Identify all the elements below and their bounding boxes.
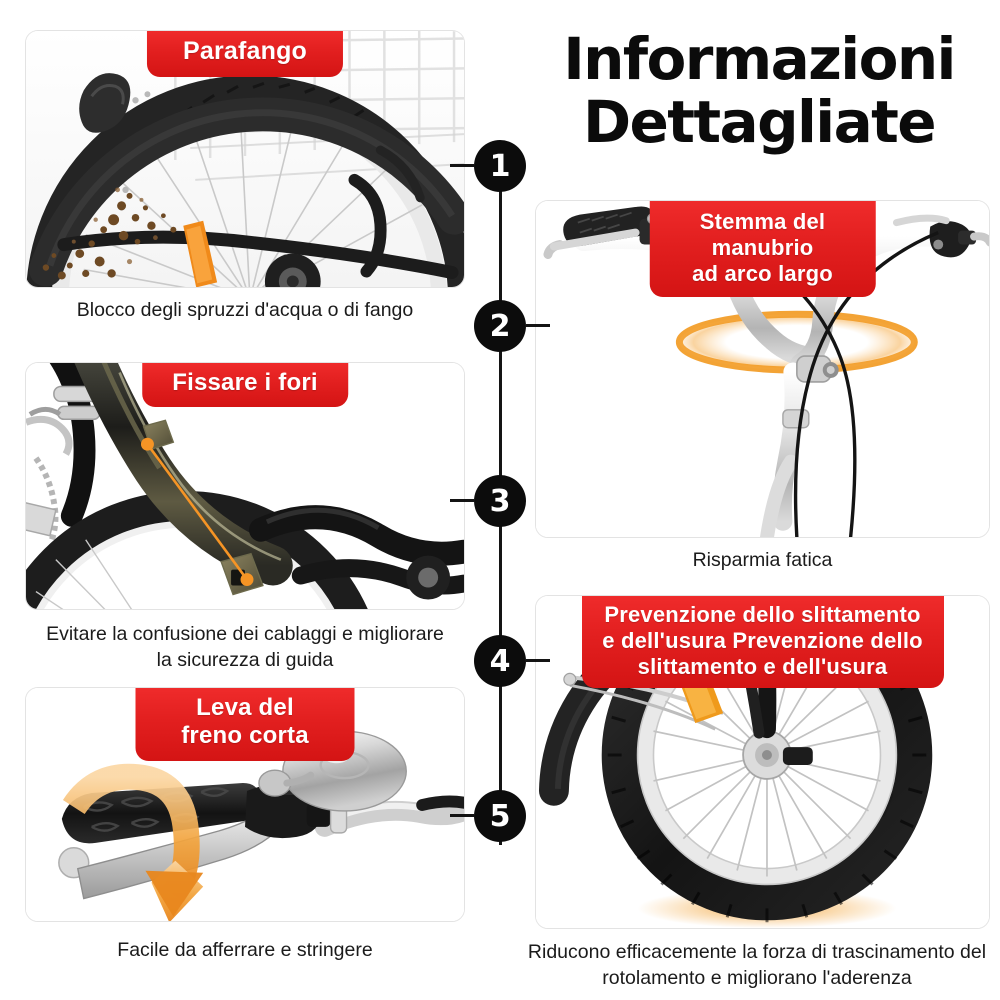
badge-prevenzione-slittamento: Prevenzione dello slittamento e dell'usu…: [581, 596, 944, 688]
photo-fissare-i-fori: [26, 363, 464, 609]
caption-fissare-i-fori: Evitare la confusione dei cablaggi e mig…: [46, 623, 444, 671]
timeline: 1 2 3 4 5: [450, 120, 550, 880]
badge-fissare-i-fori: Fissare i fori: [142, 363, 348, 408]
timeline-node-1[interactable]: 1: [474, 140, 526, 192]
timeline-node-3[interactable]: 3: [474, 475, 526, 527]
timeline-tick-5: [450, 814, 474, 817]
timeline-node-4-wrap: 4: [460, 635, 550, 687]
timeline-node-2[interactable]: 2: [474, 300, 526, 352]
timeline-tick-3: [450, 499, 474, 502]
caption-leva-del-freno-corta: Facile da afferrare e stringere: [117, 939, 373, 961]
card-stemma-del-manubrio[interactable]: Stemma del manubrio ad arco largo: [535, 200, 990, 538]
caption-prevenzione-slittamento: Riducono efficacemente la forza di trasc…: [527, 941, 987, 989]
badge-parafango: Parafango: [146, 31, 344, 77]
timeline-tick-1: [450, 164, 474, 167]
badge-leva-del-freno-corta: Leva del freno corta: [135, 688, 355, 761]
timeline-node-4[interactable]: 4: [474, 635, 526, 687]
timeline-node-1-wrap: 1: [450, 140, 540, 192]
timeline-node-5-wrap: 5: [450, 790, 540, 842]
card-leva-del-freno-corta[interactable]: Leva del freno corta: [25, 687, 465, 922]
timeline-node-5[interactable]: 5: [474, 790, 526, 842]
card-prevenzione-slittamento[interactable]: Prevenzione dello slittamento e dell'usu…: [535, 595, 990, 929]
photo-leva-del-freno-corta: [26, 688, 464, 921]
badge-stemma-del-manubrio: Stemma del manubrio ad arco largo: [649, 201, 876, 297]
timeline-tick-4: [526, 659, 550, 662]
timeline-node-2-wrap: 2: [460, 300, 550, 352]
timeline-tick-2: [526, 324, 550, 327]
card-parafango[interactable]: Parafango: [25, 30, 465, 288]
card-fissare-i-fori[interactable]: Fissare i fori: [25, 362, 465, 610]
timeline-node-3-wrap: 3: [450, 475, 540, 527]
page-title: Informazioni Dettagliate: [563, 25, 956, 156]
caption-parafango: Blocco degli spruzzi d'acqua o di fango: [76, 299, 414, 321]
caption-stemma-del-manubrio: Risparmia fatica: [692, 549, 833, 571]
